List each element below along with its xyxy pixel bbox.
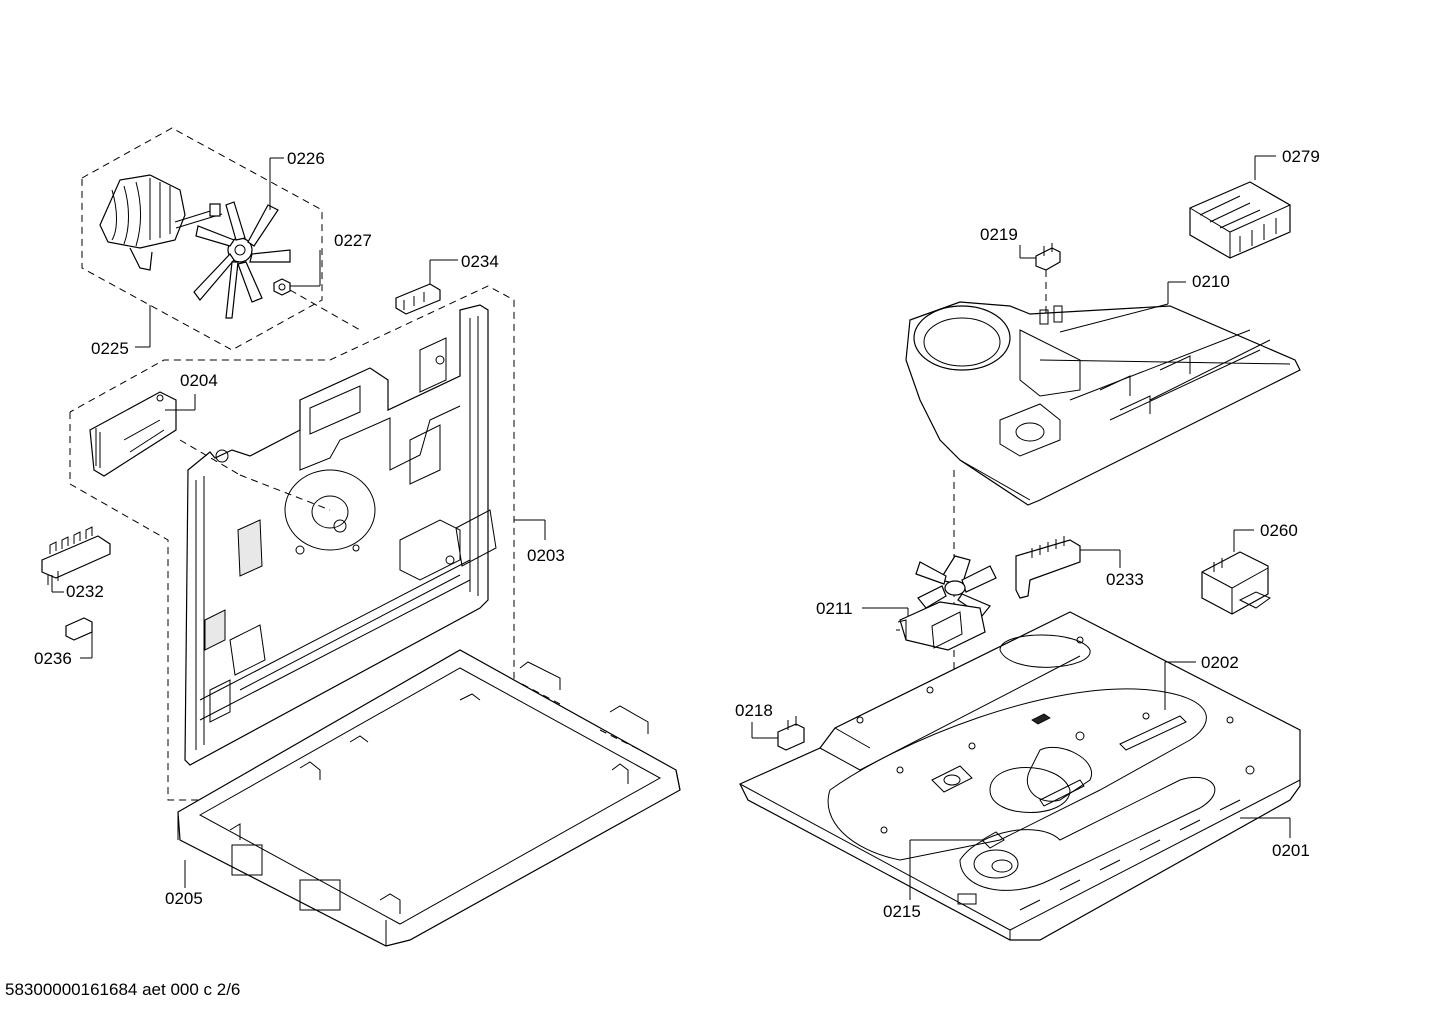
label-0236: 0236	[34, 649, 72, 668]
base-plate-0201	[739, 611, 1301, 941]
label-0234: 0234	[461, 252, 499, 271]
group-0204	[69, 285, 515, 801]
label-0205: 0205	[165, 889, 203, 908]
label-0232: 0232	[66, 582, 104, 601]
side-bracket-0204	[89, 391, 196, 477]
label-0211: 0211	[816, 599, 853, 618]
switch-0219	[1019, 243, 1061, 320]
label-0226: 0226	[287, 149, 325, 168]
terminal-block-0232	[41, 526, 111, 593]
document-footer-code: 58300000161684 aet 000 c 2/6	[5, 980, 241, 999]
label-0219: 0219	[980, 225, 1018, 244]
label-0279: 0279	[1282, 147, 1320, 166]
label-0227: 0227	[334, 231, 372, 250]
label-0260: 0260	[1260, 521, 1298, 540]
bracket-0233	[1015, 536, 1121, 599]
fan-housing-0210	[905, 281, 1301, 506]
label-0204: 0204	[180, 371, 218, 390]
label-0210: 0210	[1192, 272, 1230, 291]
label-0202: 0202	[1201, 653, 1239, 672]
fan-nut	[273, 278, 291, 296]
label-0215: 0215	[883, 902, 921, 921]
fan-motor	[99, 174, 223, 271]
label-0203: 0203	[527, 546, 565, 565]
label-0218: 0218	[735, 701, 773, 720]
fan-impeller	[193, 201, 291, 319]
clip-0218	[751, 716, 805, 751]
bracket-0234	[395, 259, 458, 315]
label-0233: 0233	[1106, 570, 1144, 589]
cooling-fan-0211	[862, 555, 997, 651]
transformer-0260	[1201, 529, 1272, 615]
label-0201: 0201	[1272, 841, 1310, 860]
fan-motor-group-0225	[81, 127, 361, 351]
label-0225: 0225	[91, 339, 129, 358]
small-part-0236	[65, 617, 93, 659]
bottom-tray-0205	[177, 649, 681, 947]
cover-0279	[1189, 155, 1291, 259]
back-panel-0203	[179, 304, 546, 766]
